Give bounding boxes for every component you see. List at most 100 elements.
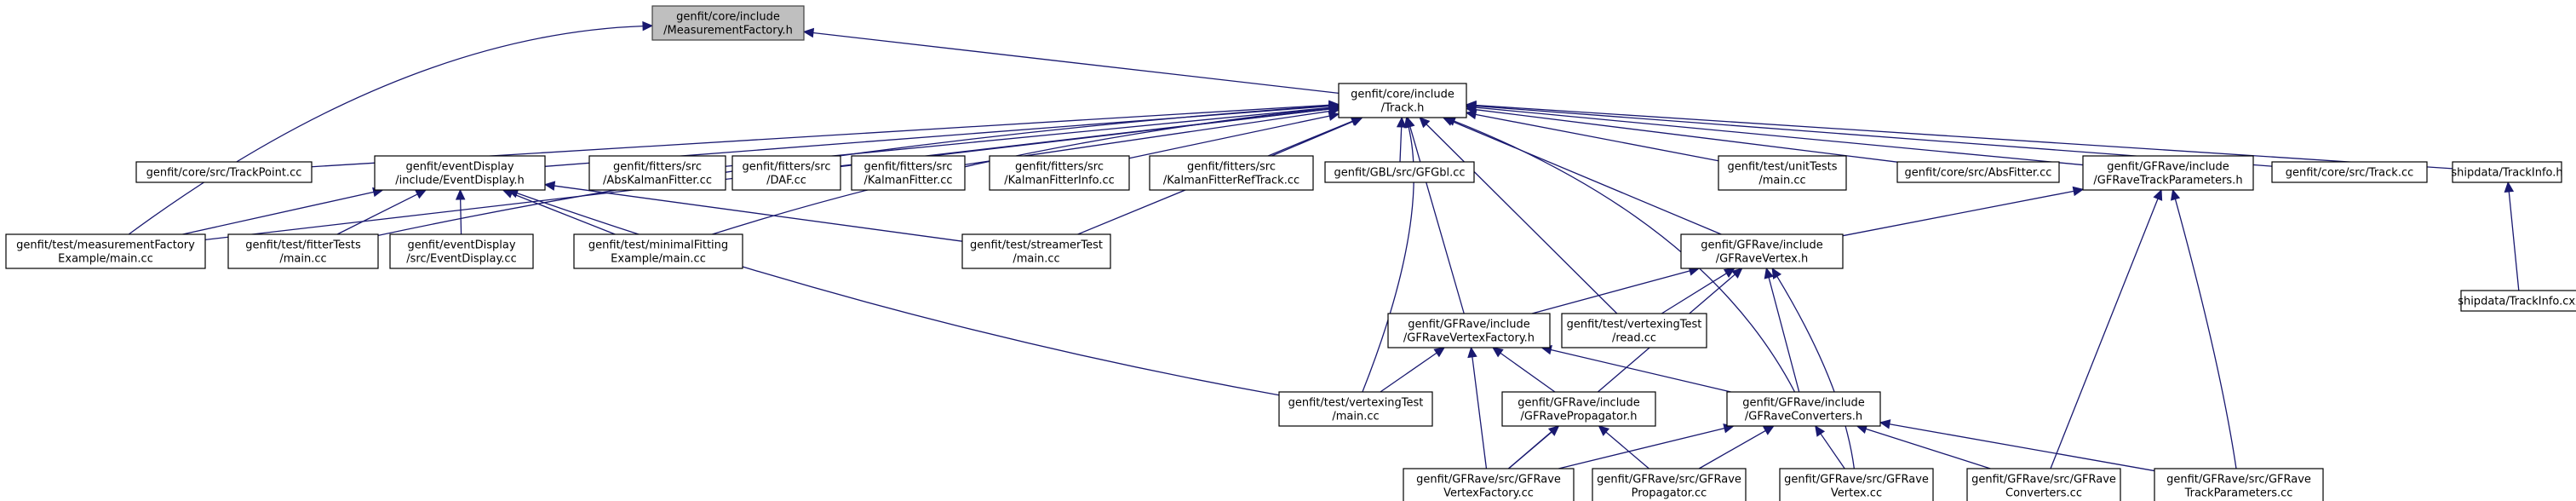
node-sc[interactable]: genfit/GFRave/src/GFRaveConverters.cc xyxy=(1966,468,2121,501)
node-svf[interactable]: genfit/GFRave/src/GFRaveVertexFactory.cc xyxy=(1403,468,1575,501)
node-box xyxy=(1278,391,1433,427)
node-label-line: /GFRaveTrackParameters.h xyxy=(2093,175,2242,187)
edge-gv-to-gtp xyxy=(1842,186,2085,237)
node-me[interactable]: genfit/test/measurementFactoryExample/ma… xyxy=(5,233,206,269)
node-label-line: VertexFactory.cc xyxy=(1443,487,1534,500)
node-label-line: /main.cc xyxy=(1013,253,1059,266)
node-kfr[interactable]: genfit/fitters/src/KalmanFitterRefTrack.… xyxy=(1149,155,1314,191)
node-kf[interactable]: genfit/fitters/src/KalmanFitter.cc xyxy=(851,155,966,191)
node-label-line: genfit/GFRave/include xyxy=(1742,397,1865,410)
node-sp[interactable]: genfit/GFRave/src/GFRavePropagator.cc xyxy=(1592,468,1747,501)
node-box xyxy=(588,155,726,191)
edge-vm-to-ed xyxy=(507,188,1280,396)
node-gtp[interactable]: genfit/GFRave/include/GFRaveTrackParamet… xyxy=(2082,155,2254,191)
node-vr[interactable]: genfit/test/vertexingTest/read.cc xyxy=(1561,313,1707,348)
node-box xyxy=(1592,468,1747,501)
node-sti[interactable]: shipdata/TrackInfo.h xyxy=(2451,161,2563,183)
edge-vm-to-tr xyxy=(1362,116,1414,393)
arrowhead-icon xyxy=(1419,117,1431,129)
node-tcc[interactable]: genfit/core/src/Track.cc xyxy=(2271,161,2428,183)
arrowhead-icon xyxy=(1328,103,1340,113)
node-box xyxy=(2154,468,2324,501)
node-box xyxy=(2460,290,2576,312)
node-edc[interactable]: genfit/eventDisplay/src/EventDisplay.cc xyxy=(389,233,534,269)
node-box xyxy=(374,155,546,191)
edge-vr-to-gv xyxy=(1661,268,1736,314)
node-gc[interactable]: genfit/GFRave/include/GFRaveConverters.h xyxy=(1726,391,1881,427)
node-label-line: /GFRaveVertexFactory.h xyxy=(1403,332,1535,345)
node-mfe[interactable]: genfit/test/minimalFittingExample/main.c… xyxy=(573,233,743,269)
node-ed[interactable]: genfit/eventDisplay/include/EventDisplay… xyxy=(374,155,546,191)
node-box xyxy=(2452,161,2562,183)
node-label-line: genfit/fitters/src xyxy=(863,161,952,174)
edge-gp-to-gvf xyxy=(1492,347,1556,393)
node-label-line: genfit/core/include xyxy=(1351,89,1454,101)
node-box xyxy=(851,155,966,191)
node-st[interactable]: genfit/test/streamerTest/main.cc xyxy=(961,233,1111,269)
node-tr[interactable]: genfit/core/include/Track.h xyxy=(1338,83,1467,118)
node-gvf[interactable]: genfit/GFRave/include/GFRaveVertexFactor… xyxy=(1387,313,1551,348)
edge-mfe-to-ed xyxy=(502,188,616,235)
arrowhead-icon xyxy=(1467,346,1477,359)
node-akf[interactable]: genfit/fitters/src/AbsKalmanFitter.cc xyxy=(588,155,726,191)
node-mf[interactable]: genfit/core/include/MeasurementFactory.h xyxy=(651,5,805,41)
node-vm[interactable]: genfit/test/vertexingTest/main.cc xyxy=(1278,391,1433,427)
node-label-line: genfit/test/vertexingTest xyxy=(1567,319,1702,331)
edge-sp-to-gp xyxy=(1598,425,1649,469)
node-label-line: genfit/eventDisplay xyxy=(407,239,515,252)
node-label-line: genfit/test/fitterTests xyxy=(245,239,361,252)
node-kfi[interactable]: genfit/fitters/src/KalmanFitterInfo.cc xyxy=(989,155,1130,191)
node-label-line: Example/main.cc xyxy=(58,253,153,266)
node-box xyxy=(1726,391,1881,427)
node-box xyxy=(989,155,1130,191)
node-af[interactable]: genfit/core/src/AbsFitter.cc xyxy=(1896,161,2060,183)
arrowhead-icon xyxy=(1763,425,1775,435)
node-daf[interactable]: genfit/fitters/src/DAF.cc xyxy=(731,155,841,191)
node-box xyxy=(1403,468,1575,501)
node-gbl[interactable]: genfit/GBL/src/GFGbl.cc xyxy=(1324,161,1475,183)
node-label-line: genfit/GFRave/include xyxy=(1701,239,1823,252)
arrowhead-icon xyxy=(1731,268,1743,279)
node-label-line: /MeasurementFactory.h xyxy=(663,25,793,37)
node-sv[interactable]: genfit/GFRave/src/GFRaveVertex.cc xyxy=(1779,468,1934,501)
node-label-line: genfit/GFRave/src/GFRave xyxy=(2166,474,2311,487)
edge-sp-to-gc xyxy=(1698,425,1775,469)
node-box xyxy=(135,161,313,183)
arrowhead-icon xyxy=(642,20,654,32)
node-box xyxy=(1387,313,1551,348)
node-stp[interactable]: genfit/GFRave/src/GFRaveTrackParameters.… xyxy=(2154,468,2324,501)
arrowhead-icon xyxy=(1815,425,1826,437)
node-label-line: /GFRaveConverters.h xyxy=(1745,411,1862,423)
edge-sc-to-gc xyxy=(1856,423,1991,469)
node-label-line: /main.cc xyxy=(279,253,326,266)
edge-stc-to-sti xyxy=(2504,181,2520,291)
edge-svf-to-gp xyxy=(1508,425,1560,469)
edge-me-to-mf xyxy=(128,20,654,235)
node-label-line: genfit/core/src/Track.cc xyxy=(2286,167,2414,180)
arrowhead-icon xyxy=(1723,268,1736,278)
edge-svf-to-gvf xyxy=(1467,346,1488,469)
node-box xyxy=(2082,155,2254,191)
node-gv[interactable]: genfit/GFRave/include/GFRaveVertex.h xyxy=(1680,233,1844,269)
node-label-line: genfit/GBL/src/GFGbl.cc xyxy=(1334,167,1465,180)
node-label-line: genfit/fitters/src xyxy=(1015,161,1104,174)
node-label-line: genfit/eventDisplay xyxy=(405,161,513,174)
node-box xyxy=(5,233,206,269)
arrowhead-icon xyxy=(1465,100,1477,111)
node-tp[interactable]: genfit/core/src/TrackPoint.cc xyxy=(135,161,313,183)
node-ut[interactable]: genfit/test/unitTests/main.cc xyxy=(1718,155,1847,191)
node-label-line: TrackParameters.cc xyxy=(2184,487,2293,500)
edge-edc-to-ed xyxy=(455,188,466,235)
node-label-line: /KalmanFitterRefTrack.cc xyxy=(1163,175,1299,187)
node-ft[interactable]: genfit/test/fitterTests/main.cc xyxy=(227,233,379,269)
node-stc[interactable]: shipdata/TrackInfo.cxx xyxy=(2458,290,2576,312)
node-label-line: shipdata/TrackInfo.cxx xyxy=(2458,296,2576,308)
node-box xyxy=(227,233,379,269)
node-gp[interactable]: genfit/GFRave/include/GFRavePropagator.h xyxy=(1501,391,1656,427)
arrowhead-icon xyxy=(2153,188,2163,201)
node-label-line: genfit/fitters/src xyxy=(742,161,830,174)
node-label-line: genfit/test/measurementFactory xyxy=(16,239,195,252)
node-label-line: genfit/core/src/AbsFitter.cc xyxy=(1905,167,2052,180)
node-box xyxy=(1966,468,2121,501)
